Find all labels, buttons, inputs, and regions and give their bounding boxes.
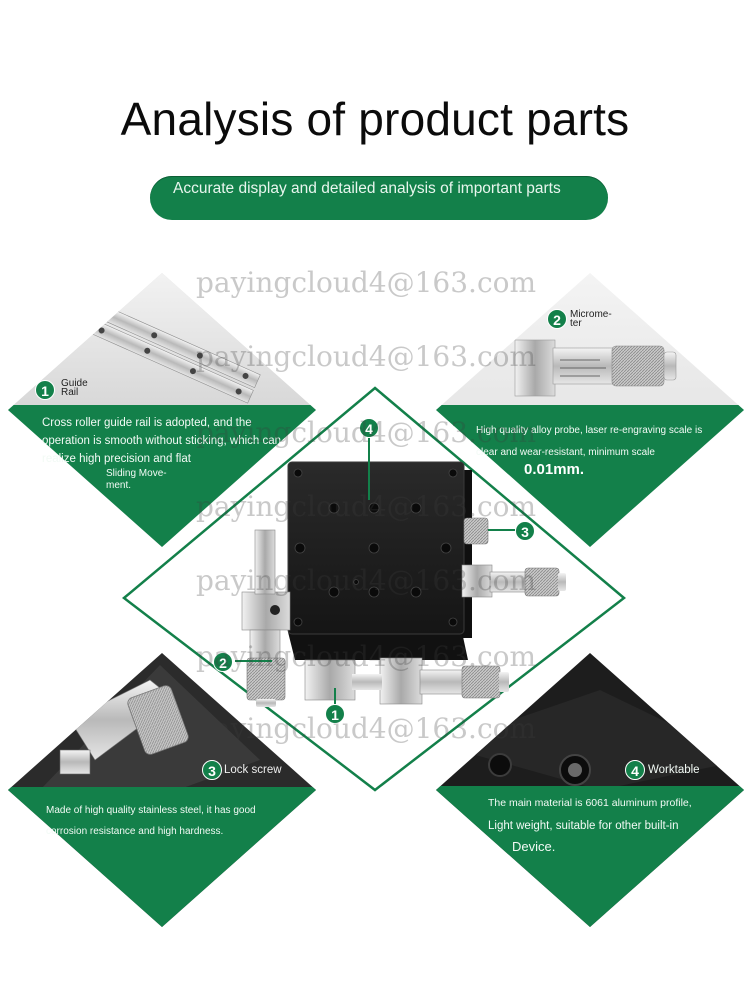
callout-badge-worktable: 4 — [359, 418, 379, 438]
worktable-description-line1: The main material is 6061 aluminum profi… — [488, 797, 692, 809]
part-name-lock-screw: Lock screw — [224, 764, 282, 776]
part-name-micrometer: Microme- ter — [570, 309, 612, 329]
guide-rail-description: Cross roller guide rail is adopted, and … — [42, 417, 282, 465]
worktable-description-line3: Device. — [512, 839, 556, 854]
callout-badge-micrometer: 2 — [213, 652, 233, 672]
worktable-description-line2: Light weight, suitable for other built-i… — [488, 820, 679, 832]
part-name-worktable: Worktable — [648, 764, 700, 776]
page-title: Analysis of product parts — [120, 93, 630, 145]
part-number-badge: 1 — [35, 380, 55, 400]
subtitle-text: Accurate display and detailed analysis o… — [173, 180, 561, 197]
micrometer-min-scale: 0.01mm. — [524, 461, 585, 478]
guide-rail-panel — [8, 273, 316, 547]
part-number-badge: 2 — [547, 309, 567, 329]
callout-badge-lock-screw: 3 — [515, 521, 535, 541]
callout-badge-guide-rail: 1 — [325, 704, 345, 724]
centre-product — [235, 436, 566, 707]
part-number-badge: 3 — [202, 760, 222, 780]
part-name-guide-rail: Guide Rail — [61, 378, 88, 398]
micrometer-description: High quality alloy probe, laser re-engra… — [476, 425, 703, 458]
subtitle-banner: Accurate display and detailed analysis o… — [150, 176, 608, 220]
guide-rail-extra: Sliding Move- ment. — [106, 468, 167, 491]
centre-diamond-outline — [121, 386, 626, 792]
lock-screw-description: Made of high quality stainless steel, it… — [46, 805, 256, 837]
part-number-badge: 4 — [625, 760, 645, 780]
